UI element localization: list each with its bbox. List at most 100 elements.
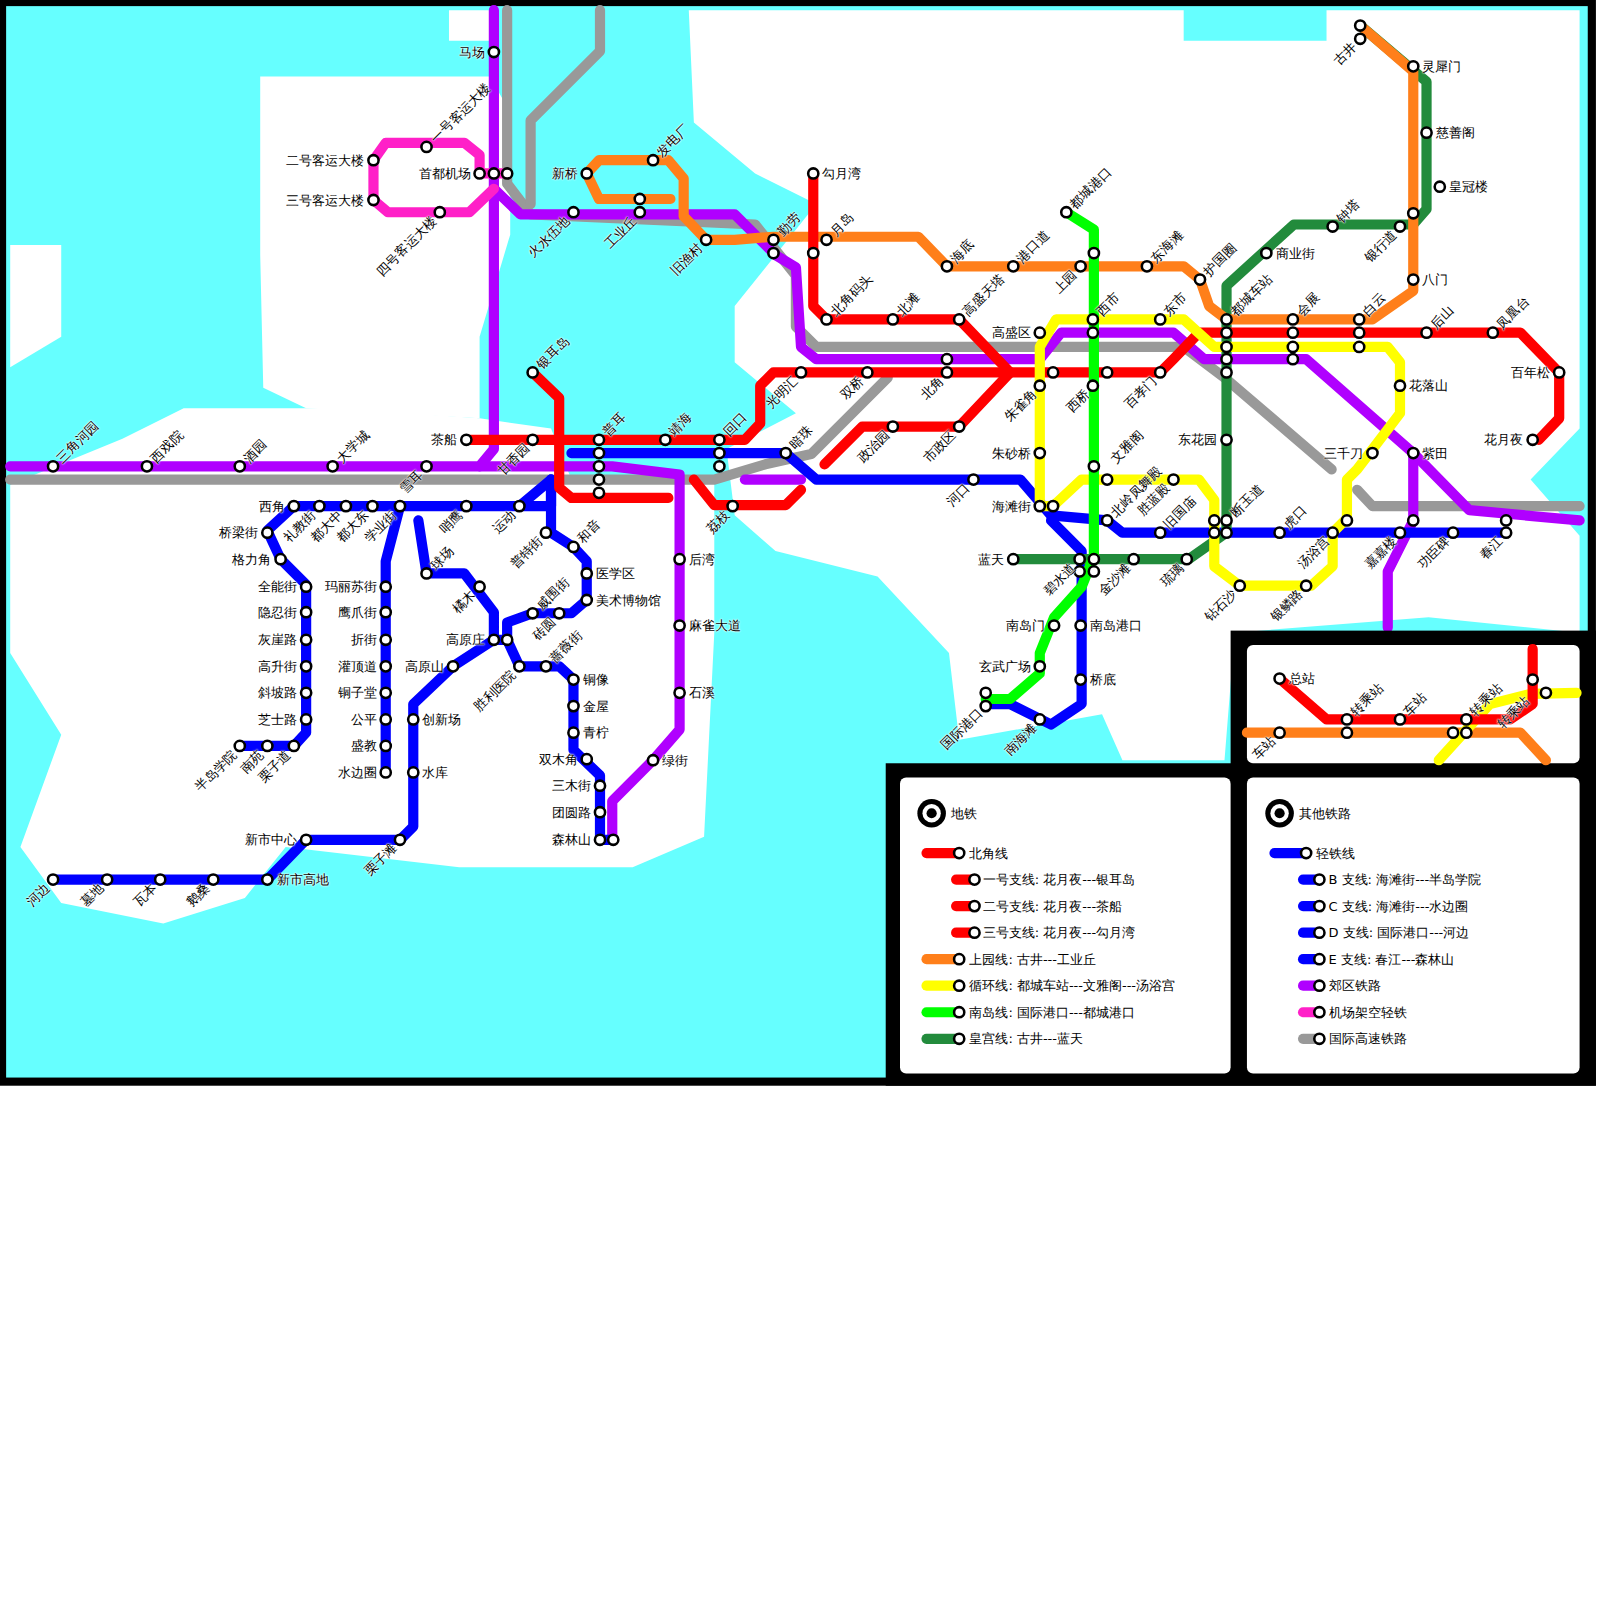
station-dot: [1102, 474, 1112, 484]
legend-text: C 支线: 海滩街---水边圈: [1329, 899, 1469, 914]
legend-text: 南岛线: 国际港口---都城港口: [969, 1005, 1135, 1020]
rail-line: [813, 173, 1010, 372]
station-dot: [502, 635, 512, 645]
station-label: 回口: [720, 410, 749, 439]
metro-symbol: [927, 808, 937, 818]
station-label: 西市: [1094, 290, 1123, 319]
station-dot: [1074, 554, 1084, 564]
station-dot: [368, 155, 378, 165]
station-dot: [301, 582, 311, 592]
station-label: 河边: [23, 880, 52, 909]
station-dot: [1274, 673, 1284, 683]
station-dot: [1048, 367, 1058, 377]
station-label: 胜利医院: [471, 667, 518, 714]
station-dot: [1288, 342, 1298, 352]
station-dot: [1088, 381, 1098, 391]
legend-text: 一号支线: 花月夜---银耳岛: [983, 872, 1136, 887]
station-dot: [1008, 261, 1018, 271]
legend-dot: [1314, 928, 1324, 938]
station-dot: [421, 568, 431, 578]
station-label: 海底: [948, 237, 977, 266]
legend-dot: [954, 1007, 964, 1017]
station-label: 茶船: [431, 432, 457, 447]
station-dot: [701, 235, 711, 245]
station-dot: [408, 767, 418, 777]
rail-line: [507, 640, 613, 840]
station-dot: [674, 554, 684, 564]
station-label: 哨鹰: [437, 507, 466, 536]
station-dot: [1089, 461, 1099, 471]
station-dot: [954, 421, 964, 431]
legend-text: 上园线: 古井---工业丘: [969, 952, 1096, 967]
station-dot: [448, 661, 458, 671]
station-dot: [968, 474, 978, 484]
station-label: 桥梁街: [219, 525, 258, 540]
station-label: 白云: [1360, 290, 1389, 319]
station-dot: [1061, 207, 1071, 217]
station-dot: [1221, 528, 1231, 538]
legend-dot: [954, 848, 964, 858]
station-label: 二号客运大楼: [286, 153, 364, 168]
station-label: 医学区: [596, 566, 635, 581]
station-dot: [1182, 554, 1192, 564]
station-label: 河口: [944, 480, 973, 509]
legend-dot: [969, 928, 979, 938]
station-label: 护国圈: [1201, 241, 1239, 279]
inset-line: [1280, 649, 1533, 719]
station-label: 金屋: [583, 699, 609, 714]
station-dot: [1461, 728, 1471, 738]
station-dot: [514, 661, 524, 671]
station-label: 新市高地: [277, 872, 329, 887]
station-label: 转乘站: [1348, 680, 1386, 718]
station-dot: [1408, 448, 1418, 458]
station-label: 四号客运大楼: [373, 213, 439, 279]
station-label: 朱雀角: [1001, 387, 1039, 425]
station-dot: [235, 461, 245, 471]
station-dot: [328, 461, 338, 471]
legend-dot: [1314, 901, 1324, 911]
station-dot: [1288, 354, 1298, 364]
station-dot: [942, 354, 952, 364]
station-label: 芝士路: [258, 712, 297, 727]
station-label: 旧渔村: [667, 241, 705, 279]
station-label: 金沙滩: [1095, 560, 1133, 598]
station-dot: [1408, 274, 1418, 284]
legend-dot: [1314, 874, 1324, 884]
station-label: 橘木: [450, 588, 479, 617]
station-label: 西桥: [1063, 387, 1092, 416]
legend-text: E 支线: 春江---森林山: [1329, 952, 1455, 967]
station-label: 靖海: [666, 410, 695, 439]
station-dot: [648, 755, 658, 765]
station-dot: [1421, 128, 1431, 138]
station-label: 银耳岛: [533, 333, 571, 371]
station-label: 三千刀: [1324, 446, 1363, 461]
station-dot: [1342, 515, 1352, 525]
station-label: 鹰爪街: [338, 605, 377, 620]
station-dot: [942, 261, 952, 271]
station-label: 绿街: [662, 753, 688, 768]
station-dot: [1076, 674, 1086, 684]
station-label: 工业丘: [601, 213, 639, 251]
station-dot: [1448, 728, 1458, 738]
station-dot: [489, 635, 499, 645]
legend-text: 轻铁线: [1316, 846, 1355, 861]
station-dot: [1328, 221, 1338, 231]
station-label: 花月夜: [1484, 432, 1523, 447]
station-dot: [1008, 554, 1018, 564]
station-label: 桥底: [1090, 672, 1116, 687]
station-label: 创新场: [422, 712, 461, 727]
station-dot: [1155, 367, 1165, 377]
legend-text: B 支线: 海滩街---半岛学院: [1329, 872, 1482, 887]
station-label: 后湾: [689, 552, 715, 567]
station-label: 首都机场: [419, 166, 471, 181]
station-dot: [541, 528, 551, 538]
station-label: 蓝天: [978, 552, 1004, 567]
station-label: 都城港口: [1067, 164, 1114, 211]
station-label: 都城车站: [1227, 271, 1274, 318]
station-label: 琉璃: [1157, 560, 1186, 589]
station-label: 虎口: [1280, 503, 1309, 532]
station-dot: [421, 142, 431, 152]
station-dot: [568, 701, 578, 711]
station-label: 紫田: [1422, 446, 1448, 461]
station-dot: [1328, 528, 1338, 538]
